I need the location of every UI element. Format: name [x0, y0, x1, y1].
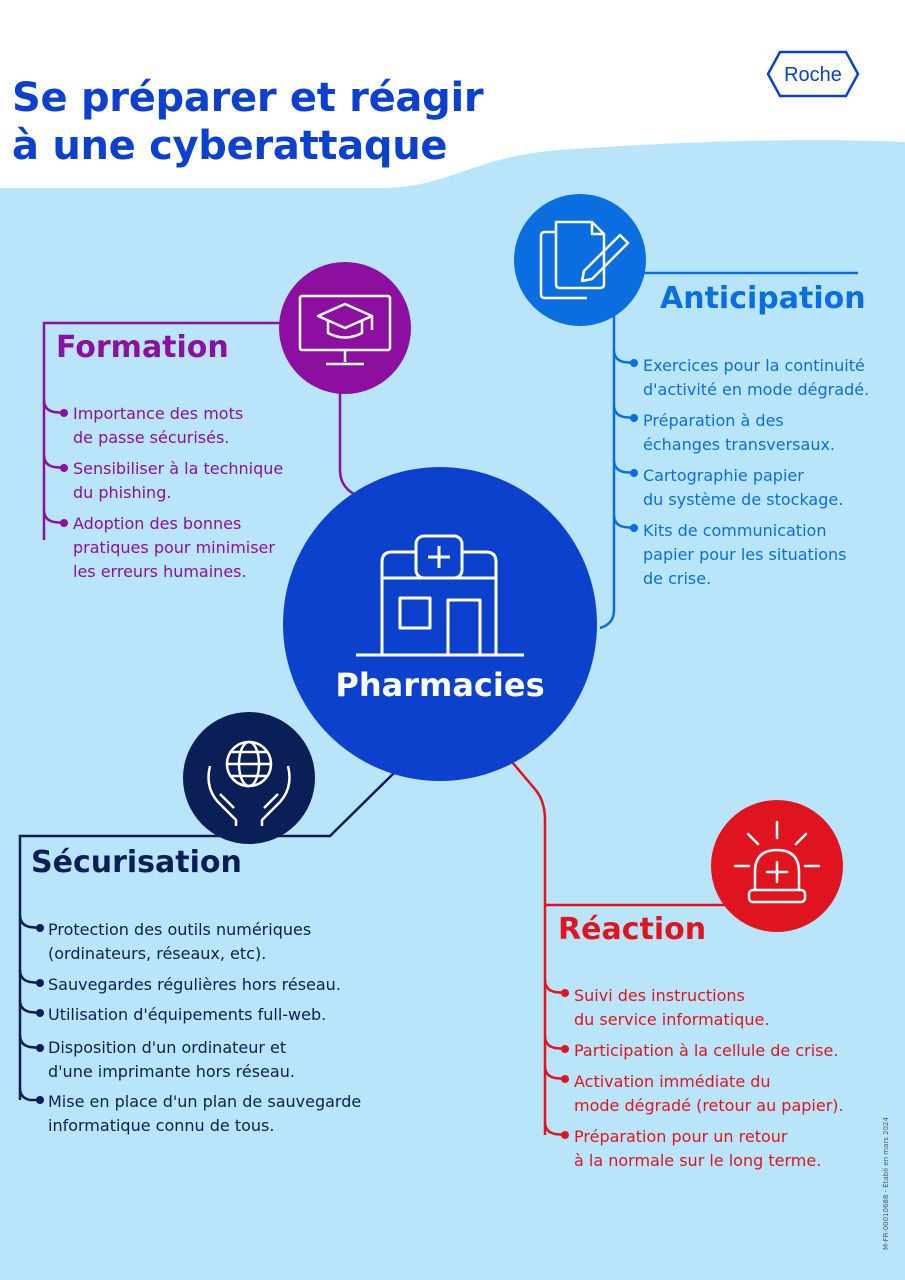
globe-hands-icon — [207, 740, 291, 826]
securisation-item-3: Utilisation d'équipements full-web. — [48, 1005, 327, 1024]
anticipation-item-4: Kits de communication papier pour les si… — [643, 521, 847, 588]
reaction-item-3: Activation immédiate du mode dégradé (re… — [574, 1072, 844, 1115]
graduation-monitor-icon — [298, 294, 392, 366]
formation-item-2: Sensibiliser à la technique du phishing. — [73, 459, 284, 502]
reaction-item-2: Participation à la cellule de crise. — [574, 1041, 839, 1060]
securisation-item-4: Disposition d'un ordinateur et d'une imp… — [48, 1038, 295, 1081]
anticipation-bullets — [630, 359, 638, 532]
anticipation-circle — [514, 194, 646, 326]
reaction-item-1: Suivi des instructions du service inform… — [574, 986, 770, 1029]
roche-logo: Roche — [766, 50, 860, 98]
securisation-item-2: Sauvegardes régulières hors réseau. — [48, 975, 341, 994]
alarm-siren-icon — [733, 820, 821, 904]
logo-text: Roche — [784, 64, 842, 86]
securisation-bullets — [36, 924, 44, 1104]
header-white-area — [0, 0, 905, 188]
securisation-item-1: Protection des outils numériques (ordina… — [48, 920, 312, 963]
anticipation-item-3: Cartographie papier du système de stocka… — [643, 466, 844, 509]
securisation-circle — [183, 712, 315, 844]
roche-logo-hexagon: Roche — [766, 50, 860, 98]
anticipation-connectors — [599, 271, 858, 630]
reaction-item-4: Préparation pour un retour à la normale … — [574, 1127, 822, 1170]
reaction-bullets — [561, 989, 569, 1139]
page-title: Se préparer et réagir à une cyberattaque — [12, 74, 484, 170]
anticipation-item-2: Préparation à des échanges transversaux. — [643, 411, 836, 454]
reference-note: M-FR-00010688 - Établi en mars 2024 — [882, 1117, 890, 1250]
formation-item-3: Adoption des bonnes pratiques pour minim… — [73, 514, 275, 581]
center-label: Pharmacies — [335, 666, 545, 704]
anticipation-item-1: Exercices pour la continuité d'activité … — [643, 356, 870, 399]
securisation-connectors — [18, 771, 396, 1102]
formation-connectors — [42, 321, 355, 540]
formation-item-1: Importance des mots de passe sécurisés. — [73, 404, 244, 447]
title-line-1: Se préparer et réagir — [12, 75, 484, 121]
documents-pencil-icon — [539, 220, 630, 300]
reaction-title: Réaction — [558, 912, 707, 947]
formation-bullets — [60, 409, 68, 527]
title-line-2: à une cyberattaque — [12, 123, 448, 169]
pharmacy-icon — [356, 534, 524, 657]
anticipation-title: Anticipation — [660, 281, 866, 316]
reaction-connectors — [511, 761, 730, 1137]
formation-title: Formation — [56, 330, 229, 365]
securisation-item-5: Mise en place d'un plan de sauvegarde in… — [48, 1092, 362, 1135]
securisation-title: Sécurisation — [31, 845, 242, 880]
center-circle — [283, 467, 597, 781]
